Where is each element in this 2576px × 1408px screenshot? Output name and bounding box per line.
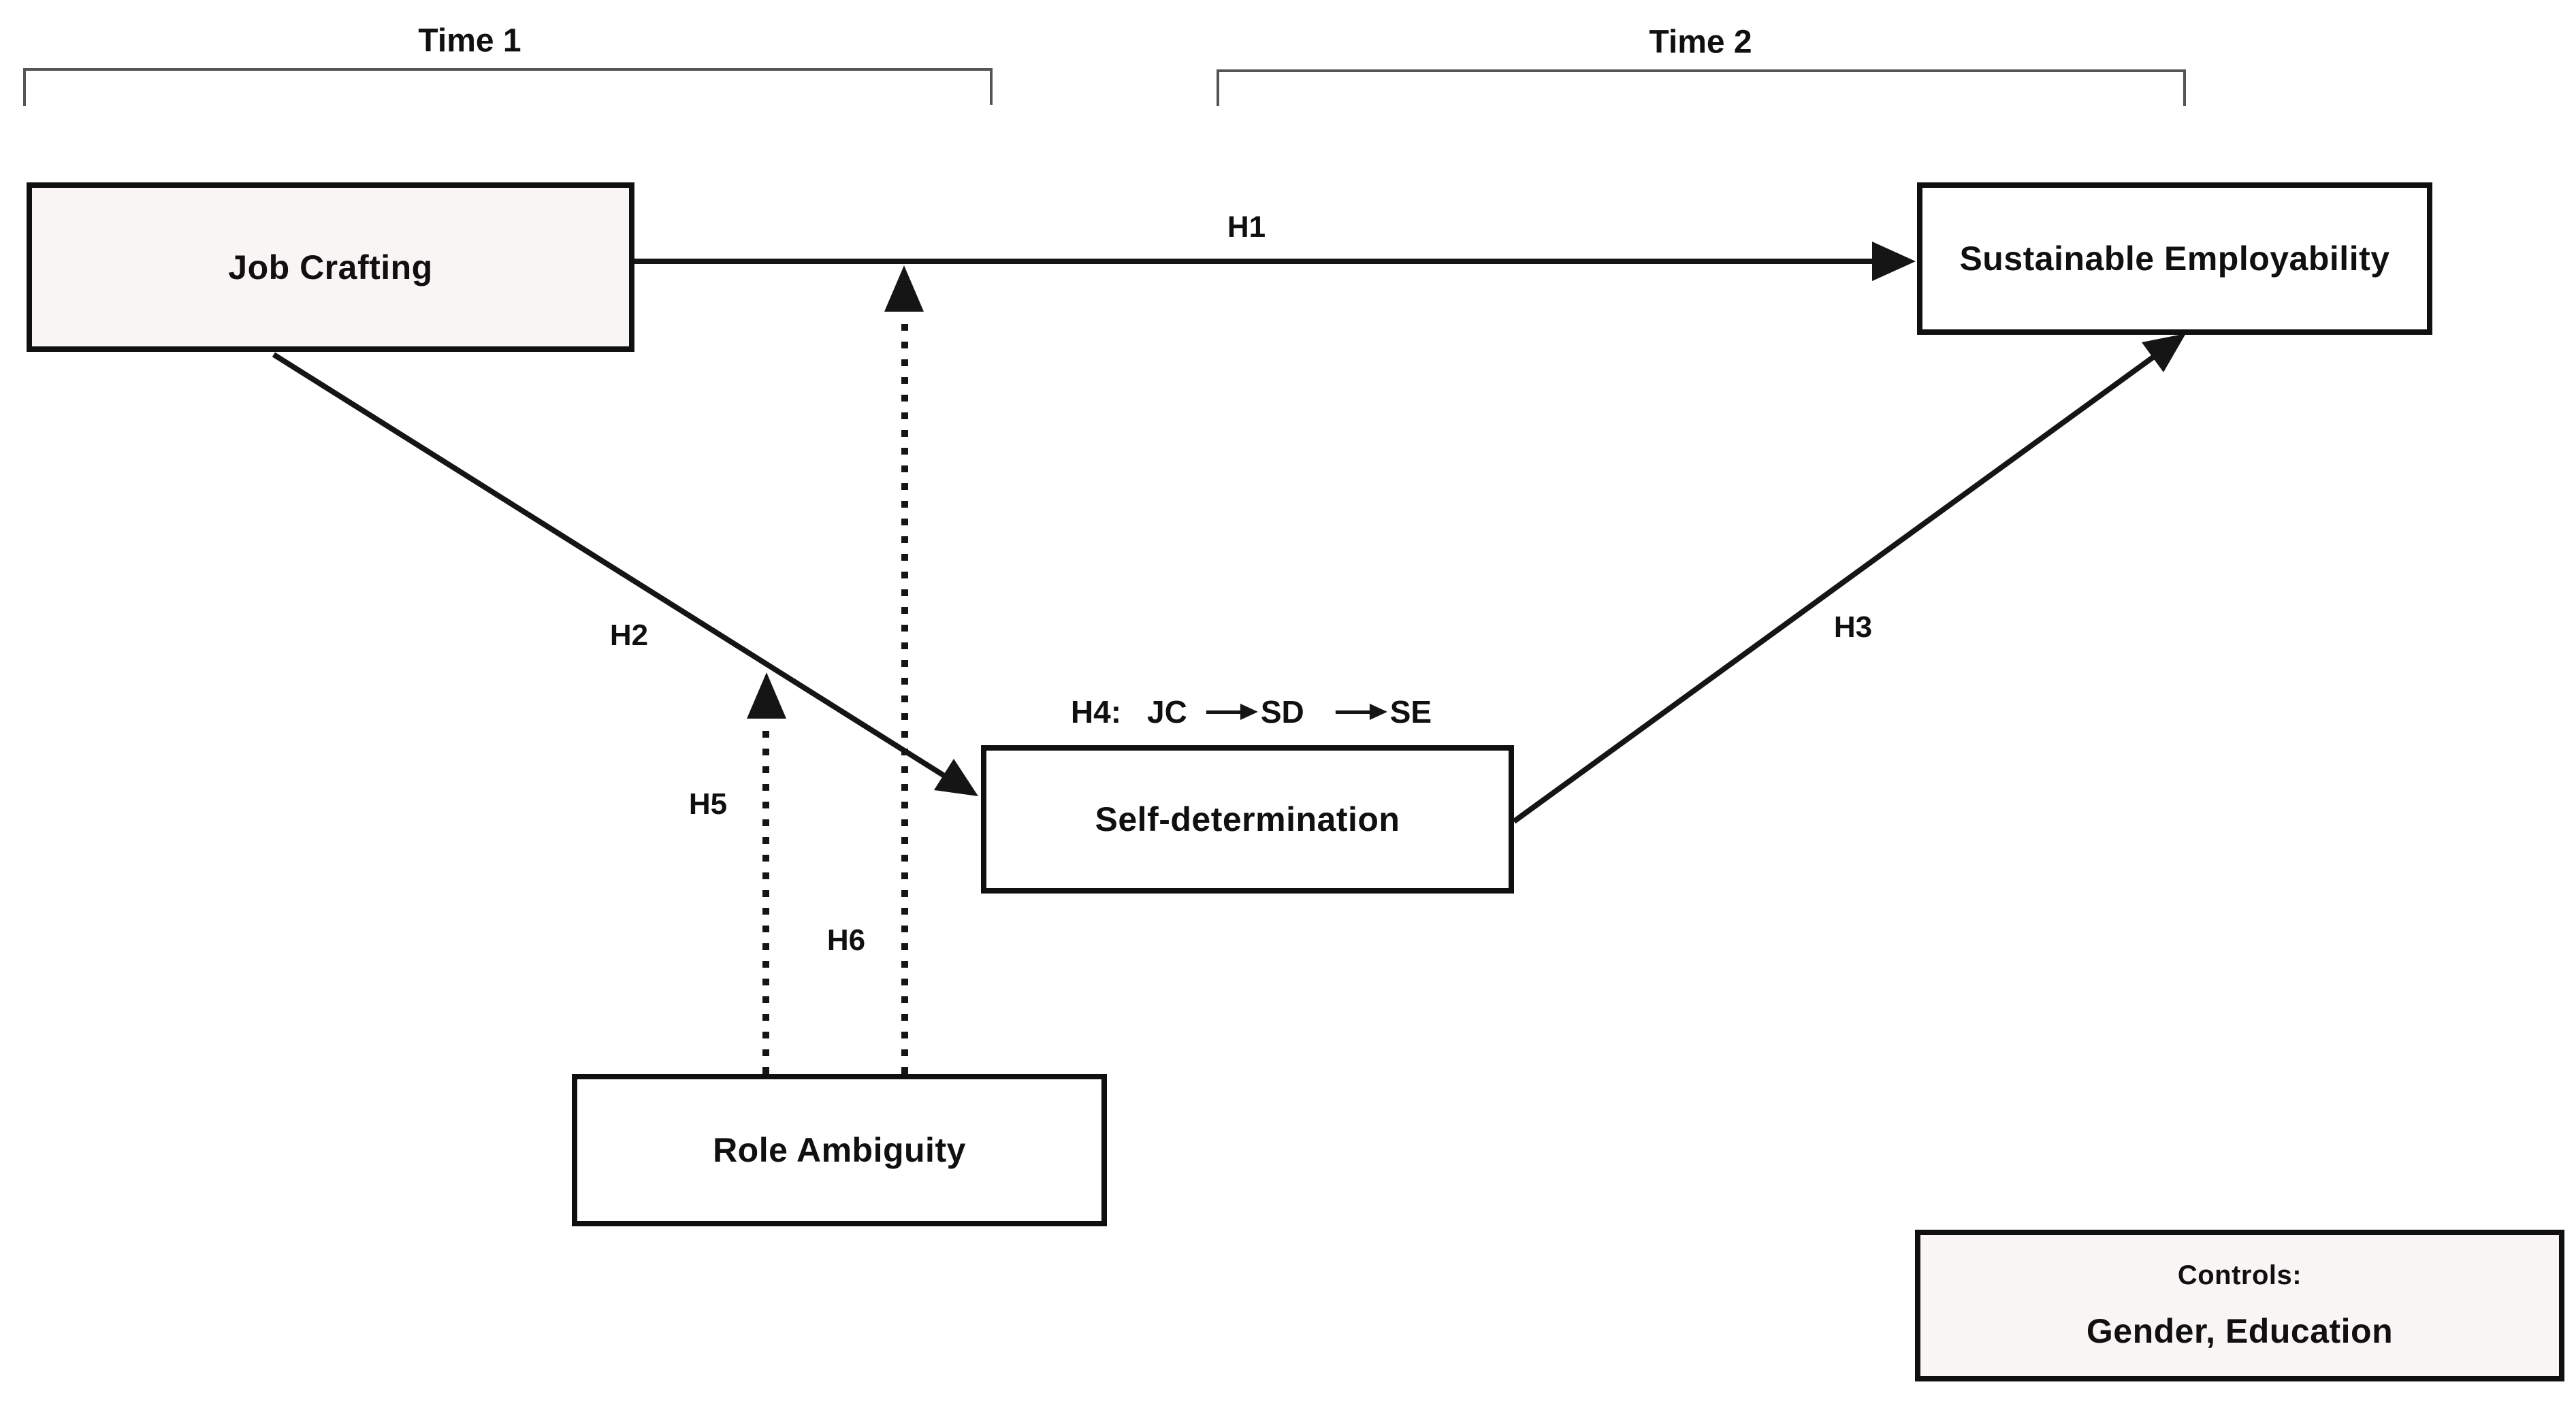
self-determination-box: Self-determination: [981, 745, 1514, 894]
h4-se: SE: [1389, 694, 1432, 730]
job-crafting-label: Job Crafting: [228, 248, 433, 286]
h2-arrowhead: [934, 759, 978, 796]
h3-label: H3: [1833, 610, 1873, 644]
h2-label: H2: [609, 619, 649, 652]
h1-label: H1: [1227, 210, 1266, 244]
h4-mediation-label: H4: JC SD SE: [1071, 693, 1432, 730]
controls-title: Controls:: [2177, 1260, 2302, 1291]
h3-arrow-line: [1512, 354, 2156, 824]
h6-arrowhead: [884, 265, 924, 312]
sustainable-employability-label: Sustainable Employability: [1959, 240, 2390, 278]
controls-box: Controls: Gender, Education: [1915, 1230, 2564, 1381]
job-crafting-box: Job Crafting: [27, 182, 634, 352]
time2-bracket: [1217, 69, 2186, 106]
h4-jc: JC: [1147, 694, 1187, 730]
self-determination-label: Self-determination: [1095, 800, 1400, 838]
h1-arrowhead: [1872, 242, 1916, 281]
time1-label: Time 1: [418, 22, 521, 59]
role-ambiguity-box: Role Ambiguity: [572, 1074, 1107, 1226]
h4-prefix: H4:: [1070, 694, 1122, 730]
h5-label: H5: [688, 787, 728, 821]
h3-arrowhead: [2142, 333, 2186, 372]
h4-sd: SD: [1260, 694, 1304, 730]
sustainable-employability-box: Sustainable Employability: [1917, 182, 2432, 335]
controls-items: Gender, Education: [2086, 1311, 2394, 1350]
right-arrow-icon: [1206, 703, 1258, 720]
time1-bracket: [23, 68, 993, 106]
h5-arrowhead: [747, 672, 786, 719]
role-ambiguity-label: Role Ambiguity: [713, 1131, 966, 1169]
time2-label: Time 2: [1649, 24, 1752, 61]
h6-label: H6: [826, 923, 866, 957]
right-arrow-icon: [1335, 703, 1387, 720]
h2-arrow-line: [272, 352, 950, 781]
